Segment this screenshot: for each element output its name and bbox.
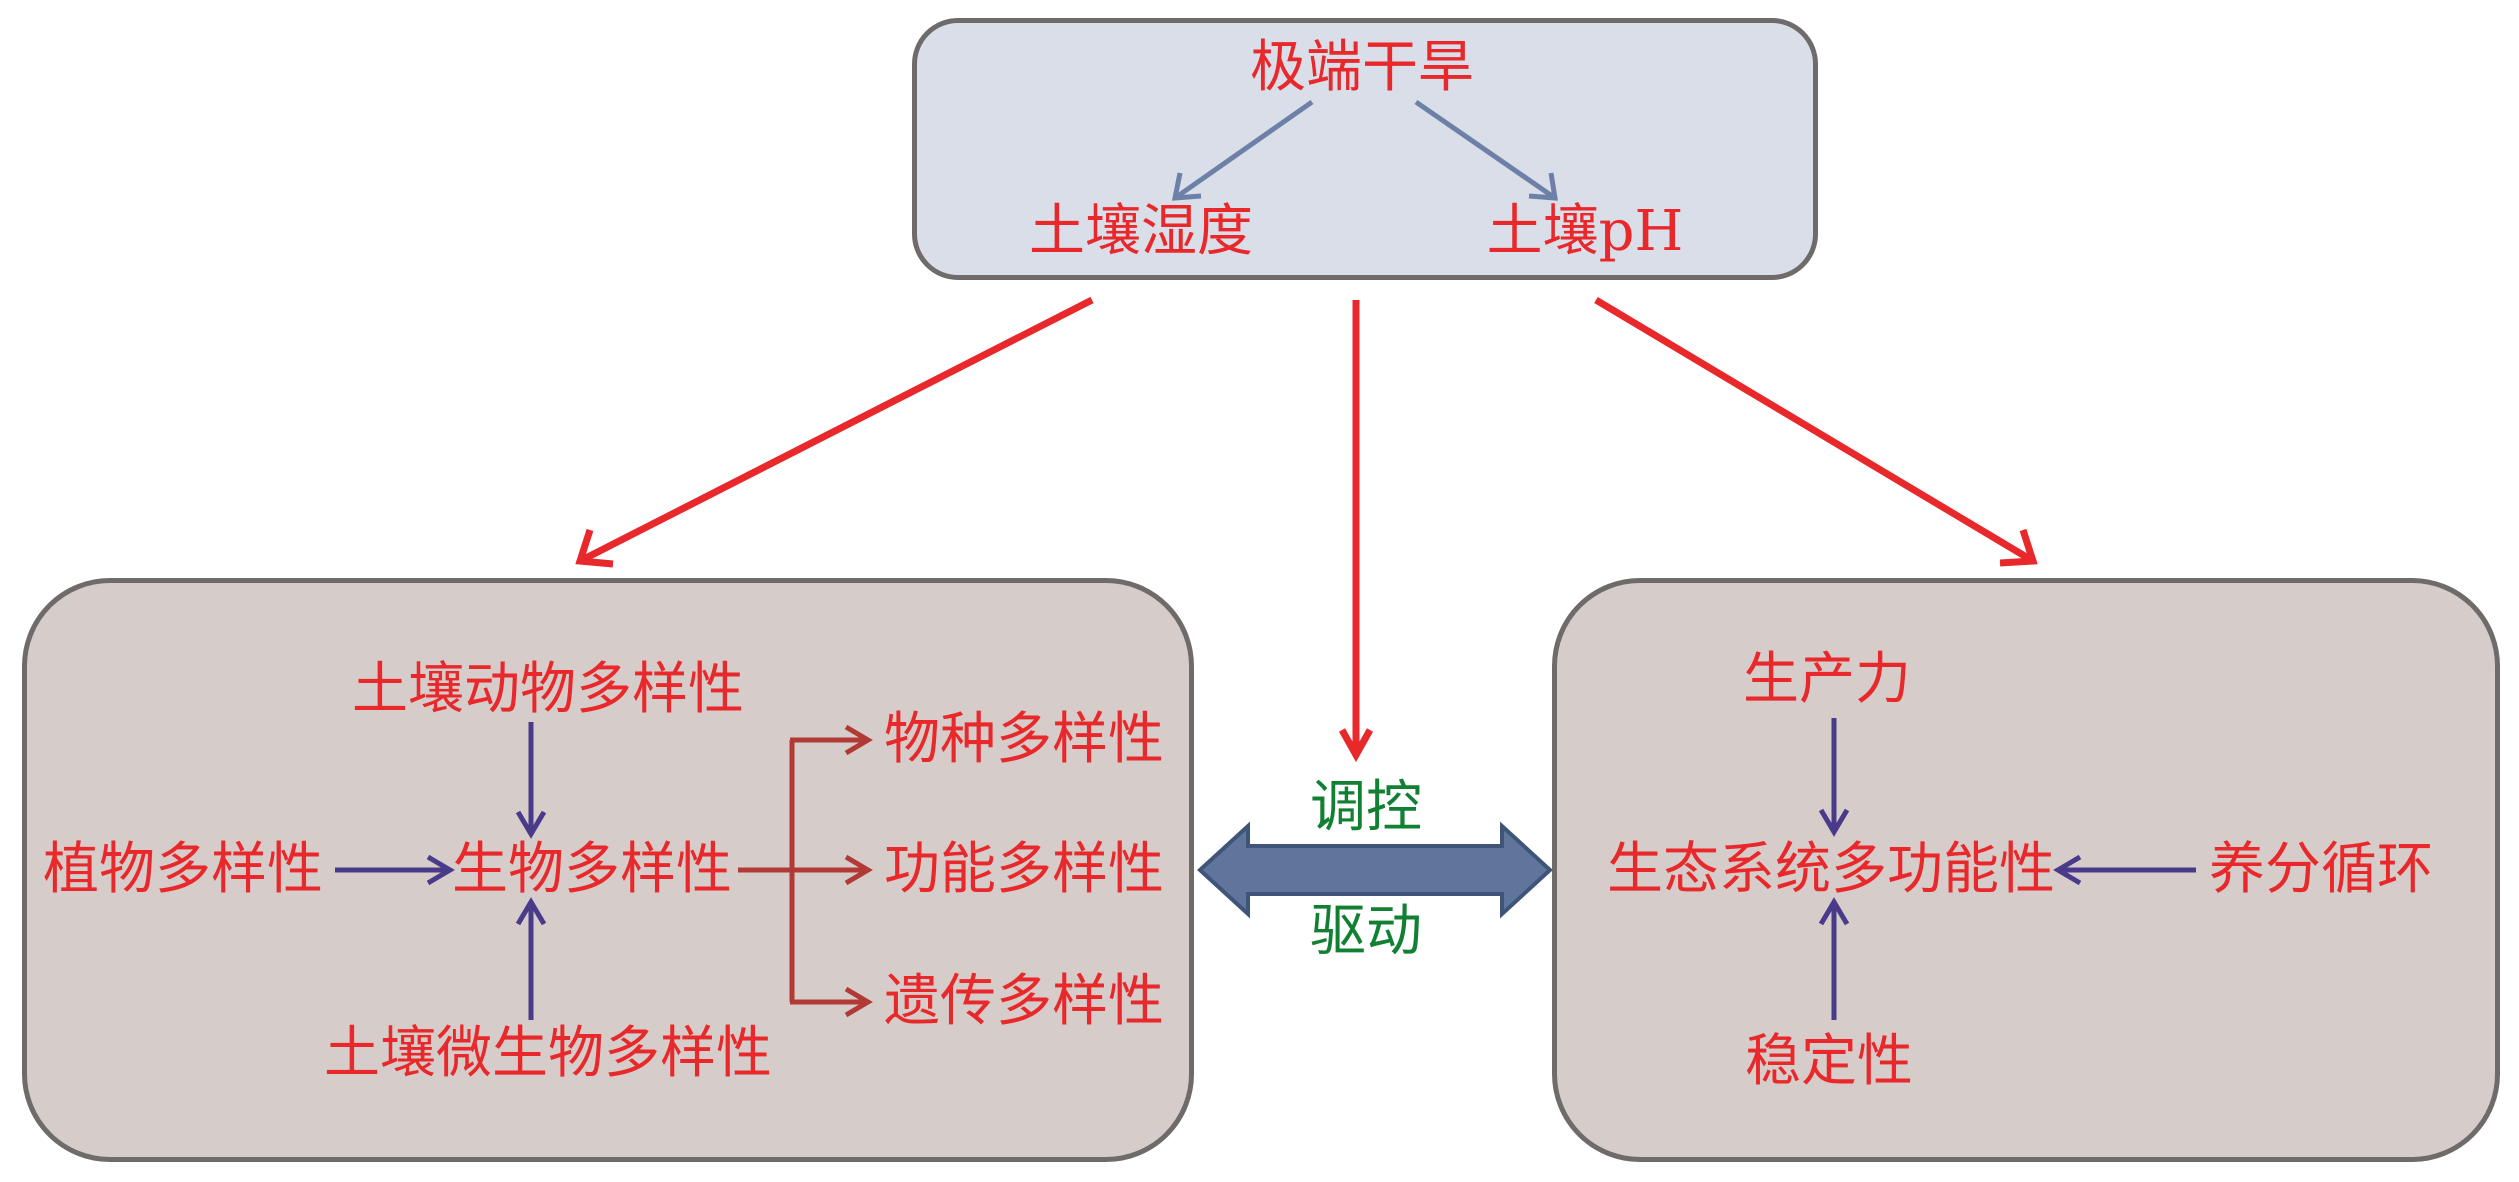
arrowhead-center xyxy=(1338,728,1374,763)
arrowhead-soil-moisture xyxy=(1171,172,1202,201)
arrowhead-productivity xyxy=(1818,808,1850,837)
label-drive: 驱动 xyxy=(1310,899,1422,964)
label-biodiversity: 生物多样性 xyxy=(452,837,732,902)
label-soil-microbe-diversity: 土壤微生物多样性 xyxy=(324,1021,772,1086)
label-soil-moisture: 土壤湿度 xyxy=(1029,199,1253,264)
arrow-drought-to-soil-moisture xyxy=(1173,99,1314,201)
arrow-top-to-left-box xyxy=(578,296,1094,565)
label-species-diversity: 物种多样性 xyxy=(884,707,1164,772)
label-soil-fauna-diversity: 土壤动物多样性 xyxy=(352,657,744,722)
label-genetic-diversity: 遗传多样性 xyxy=(884,969,1164,1034)
label-plant-diversity: 植物多样性 xyxy=(43,837,323,902)
arrow-top-to-right-box xyxy=(1594,296,2035,565)
drought-factors-box xyxy=(912,18,1818,280)
arrowhead-soil-fauna xyxy=(515,810,547,839)
arrowhead-soil-microbe xyxy=(515,897,547,926)
label-productivity: 生产力 xyxy=(1743,647,1911,712)
arrowhead-right-box xyxy=(1999,528,2038,567)
double-arrow-icon xyxy=(1197,821,1553,919)
arrowhead-left-box xyxy=(575,528,614,568)
label-stability: 稳定性 xyxy=(1745,1029,1913,1094)
arrowhead-nutrient xyxy=(2053,854,2082,886)
arrowhead-functional xyxy=(844,854,873,886)
arrowhead-stability xyxy=(1818,897,1850,926)
label-soil-ph: 土壤pH xyxy=(1486,199,1684,264)
arrowhead-soil-ph xyxy=(1528,172,1558,201)
arrowhead-genetic xyxy=(844,986,873,1018)
label-nutrient-cycling: 养分循环 xyxy=(2209,837,2433,902)
biodiversity-box xyxy=(22,578,1194,1162)
arrow-drought-to-soil-ph xyxy=(1414,99,1557,201)
label-functional-diversity: 功能多样性 xyxy=(884,837,1164,902)
arrowhead-plant xyxy=(426,854,455,886)
ecosystem-multifunctionality-box xyxy=(1552,578,2500,1162)
arrowhead-species xyxy=(844,724,873,756)
label-ecosystem-multifunctionality: 生态系统多功能性 xyxy=(1607,837,2055,902)
label-extreme-drought: 极端干旱 xyxy=(1250,35,1474,100)
label-regulate: 调控 xyxy=(1310,775,1422,840)
